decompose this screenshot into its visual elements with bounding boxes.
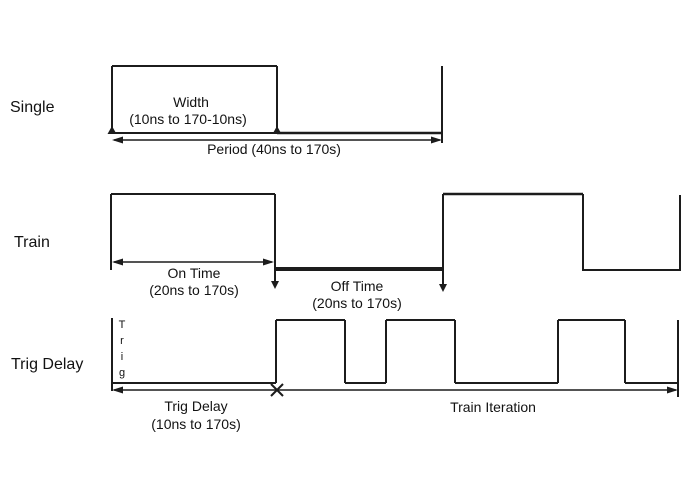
period-arrowhead-left-icon [112, 136, 123, 144]
row-label-single: Single [10, 99, 55, 116]
trig-delay-range: (10ns to 170s) [151, 416, 241, 432]
offtime-arrowhead-left-icon [271, 281, 279, 289]
ontime-arrowhead-left-icon [112, 258, 123, 266]
train-iteration-annotation: Train Iteration [450, 399, 536, 415]
train-waveform [110, 192, 681, 292]
on-time-range: (20ns to 170s) [149, 282, 239, 298]
width-range: (10ns to 170-10ns) [129, 111, 247, 127]
row-label-train: Train [14, 234, 50, 251]
trigdelay-arrowhead-left-icon [112, 386, 123, 394]
off-time-range: (20ns to 170s) [312, 295, 402, 311]
width-tick-right-icon [272, 126, 282, 134]
ontime-arrowhead-right-icon [263, 258, 274, 266]
row-label-trig-delay: Trig Delay [11, 356, 84, 373]
trig-delay-waveform [111, 318, 679, 397]
trig-delay-title: Trig Delay [164, 398, 228, 414]
width-title: Width [173, 94, 209, 110]
period-annotation: Period (40ns to 170s) [207, 141, 341, 157]
offtime-arrowhead-right-icon [439, 284, 447, 292]
period-arrowhead-right-icon [431, 136, 442, 144]
iteration-arrowhead-right-icon [667, 386, 678, 394]
on-time-title: On Time [167, 265, 221, 281]
single-waveform [107, 65, 443, 144]
dimension-x-marker-icon [270, 383, 284, 397]
trig-axis-label: Trig [116, 319, 128, 383]
off-time-title: Off Time [330, 278, 384, 294]
width-tick-left-icon [107, 126, 117, 134]
